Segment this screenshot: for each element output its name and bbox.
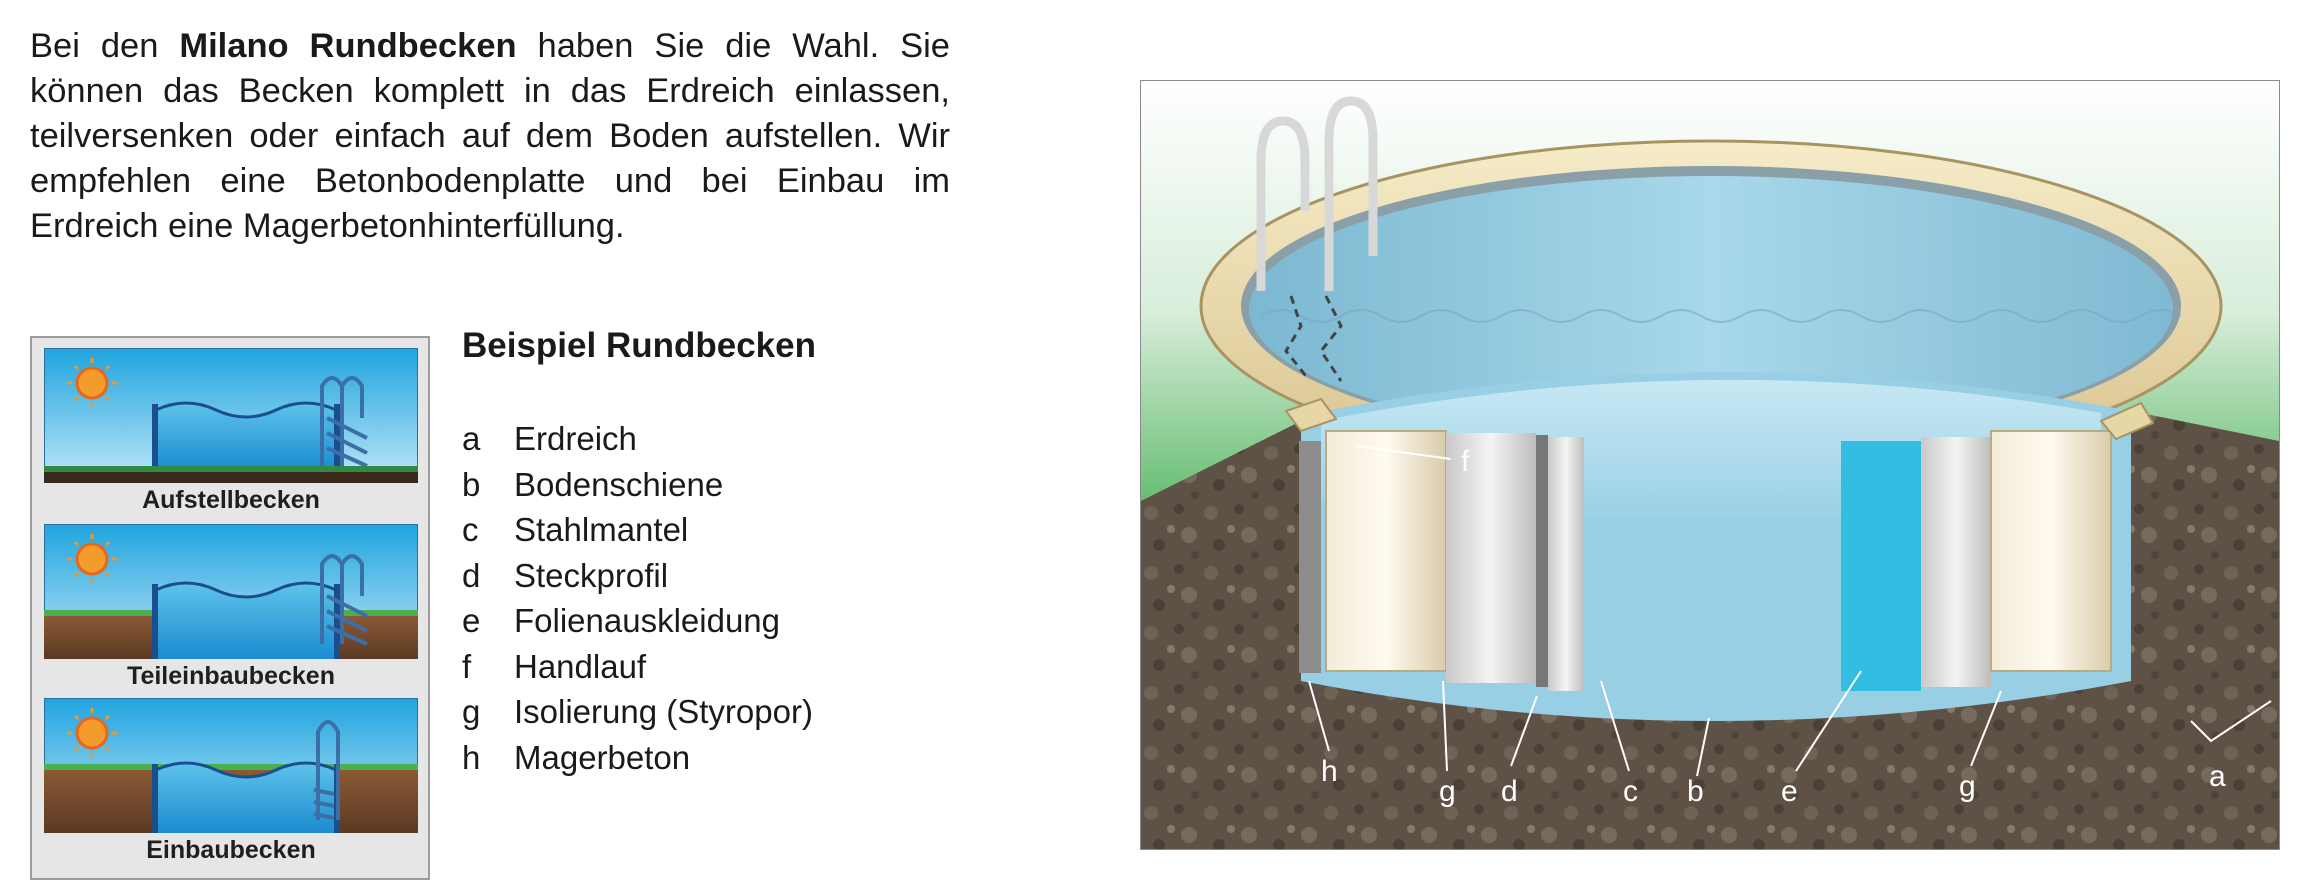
legend-text: Steckprofil — [514, 556, 669, 594]
liner-section — [1841, 441, 1921, 691]
sun-icon — [67, 534, 117, 584]
legend-text: Erdreich — [514, 420, 637, 457]
pool-label-f: f — [1461, 445, 1470, 478]
legend-item-a: a Erdreich — [462, 416, 813, 462]
sun-icon — [67, 358, 117, 408]
legend-item-e: e Folienauskleidung — [462, 598, 813, 644]
legend-item-b: b Bodenschiene — [462, 462, 813, 508]
semi-sunken-pool-illustration — [44, 524, 418, 659]
type-card-in-ground: Einbaubecken — [44, 698, 418, 870]
legend-item-f: f Handlauf — [462, 644, 813, 690]
water-surface — [1249, 176, 2173, 442]
type-label-above-ground: Aufstellbecken — [142, 486, 320, 514]
intro-text-rest: haben Sie die Wahl. Sie können das Becke… — [30, 27, 950, 245]
above-ground-pool-illustration — [44, 348, 418, 483]
pool-label-d: d — [1501, 775, 1518, 808]
pool-cutaway-diagram: h g d c b e g a f — [1140, 80, 2280, 850]
legend-key: f — [462, 647, 472, 685]
legend-text: Folienauskleidung — [514, 602, 781, 639]
sun-icon — [67, 708, 117, 758]
in-ground-pool-illustration — [44, 698, 418, 833]
ladder-icon — [313, 720, 340, 820]
ladder-icon — [320, 376, 368, 468]
pool-ladder-icon — [1256, 96, 1378, 291]
pool-label-e: e — [1781, 775, 1798, 808]
intro-text-start: Bei den — [30, 27, 180, 65]
legend-list: a Erdreich b Bodenschiene c Stahlmantel d St… — [462, 416, 813, 780]
legend-text: Bodenschiene — [514, 465, 724, 503]
legend-key: e — [462, 602, 481, 639]
legend-text: Magerbeton — [514, 738, 691, 776]
ladder-icon — [320, 554, 368, 646]
legend-key: c — [462, 511, 479, 548]
callout-lines — [1308, 445, 2272, 777]
intro-product-name: Milano Rundbecken — [179, 27, 517, 65]
legend-key: d — [462, 556, 481, 594]
legend-key: b — [462, 465, 481, 503]
type-card-above-ground: Aufstellbecken — [44, 348, 418, 520]
pool-label-h: h — [1321, 755, 1338, 788]
legend-item-d: d Steckprofil — [462, 553, 813, 599]
installation-types-panel: Aufstellbecken — [30, 336, 430, 880]
intro-paragraph: Bei den Milano Rundbecken haben Sie die … — [30, 24, 950, 249]
pool-label-c: c — [1623, 775, 1638, 808]
type-label-semi-sunken: Teileinbaubecken — [127, 662, 335, 690]
legend-text: Isolierung (Styropor) — [514, 693, 813, 730]
legend-key: h — [462, 738, 481, 776]
pool-label-a: a — [2209, 760, 2226, 793]
insulation-right — [1990, 430, 2112, 672]
pool-label-g-right: g — [1959, 770, 1976, 803]
legend-item-c: c Stahlmantel — [462, 507, 813, 553]
legend-text: Stahlmantel — [514, 511, 689, 548]
pool-label-b: b — [1687, 775, 1704, 808]
pool-cutaway-illustration: h g d c b e g a f — [1141, 81, 2279, 849]
type-card-semi-sunken: Teileinbaubecken — [44, 524, 418, 696]
legend-key: a — [462, 420, 481, 457]
legend-title: Beispiel Rundbecken — [462, 326, 816, 365]
insulation-left — [1325, 430, 1447, 672]
legend-item-h: h Magerbeton — [462, 735, 813, 781]
lean-concrete — [1299, 441, 1321, 673]
type-label-in-ground: Einbaubecken — [146, 836, 316, 864]
legend-key: g — [462, 693, 481, 730]
legend-item-g: g Isolierung (Styropor) — [462, 689, 813, 735]
pool-label-g-left: g — [1439, 775, 1456, 808]
connecting-profile — [1536, 435, 1548, 687]
legend-text: Handlauf — [514, 647, 647, 685]
